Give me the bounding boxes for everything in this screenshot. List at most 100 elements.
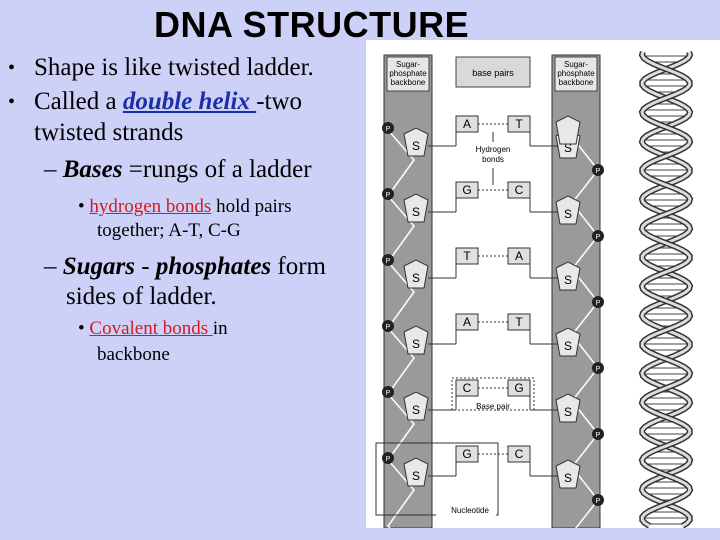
term-double-helix: double helix <box>122 88 257 115</box>
phosphate-letter: P <box>386 126 391 133</box>
phosphate-letter: P <box>596 168 601 175</box>
phosphate-letter: P <box>596 366 601 373</box>
sugar-shape <box>555 393 581 423</box>
base-letter: T <box>515 315 523 329</box>
base-box <box>507 313 531 331</box>
term-bases: Bases <box>62 156 123 183</box>
subsub-bullet-hydrogen: • hydrogen bonds hold pairs <box>78 195 292 219</box>
sugar-shape <box>555 327 581 357</box>
term-covalent-bonds: Covalent bonds <box>89 318 213 339</box>
middle-header-text: base pairs <box>472 68 514 78</box>
phosphate-circle <box>382 320 394 332</box>
sugar-letter: S <box>412 271 420 285</box>
sub-bullet-sugars-line2: sides of ladder. <box>66 283 217 310</box>
page-title: DNA STRUCTURE <box>154 4 470 45</box>
dash: – <box>44 253 63 280</box>
sugar-shape <box>555 195 581 225</box>
base-letter: G <box>462 447 471 461</box>
subsub-covalent-line2: backbone <box>97 344 170 365</box>
base-box <box>507 379 531 397</box>
sugar-shape <box>555 459 581 489</box>
sub-bullet-sugars-rest: form <box>271 253 327 280</box>
subsub-covalent-rest: in <box>212 318 228 339</box>
bullet-2-rest: -two <box>256 88 303 115</box>
right-header-box <box>554 56 598 92</box>
phosphate-letter: P <box>386 324 391 331</box>
bullet-1: Shape is like twisted ladder. <box>34 54 314 81</box>
small-dot: • <box>78 196 90 217</box>
base-letter: A <box>463 117 471 131</box>
middle-header-box <box>455 56 531 88</box>
phosphate-circle <box>592 362 604 374</box>
base-letter: A <box>463 315 471 329</box>
hydrogen-label: bonds <box>482 155 504 164</box>
phosphate-circle <box>382 122 394 134</box>
phosphate-letter: P <box>596 300 601 307</box>
sugar-letter: S <box>412 337 420 351</box>
base-letter: C <box>515 183 524 197</box>
sugar-shape <box>403 259 429 289</box>
hydrogen-label: Hydrogen <box>476 145 511 154</box>
base-letter: A <box>515 249 523 263</box>
phosphate-circle <box>592 494 604 506</box>
base-pair-label: Base pair <box>476 402 510 411</box>
base-letter: G <box>514 381 523 395</box>
phosphate-letter: P <box>596 498 601 505</box>
right-header-text: backbone <box>559 78 594 87</box>
phosphate-letter: P <box>386 456 391 463</box>
phosphate-letter: P <box>386 192 391 199</box>
phosphate-circle <box>592 296 604 308</box>
sub-bullet-bases: – Bases =rungs of a ladder <box>44 155 312 185</box>
small-dot: • <box>78 318 90 339</box>
subsub-hydrogen-line2: together; A-T, C-G <box>97 220 241 241</box>
phosphate-letter: P <box>386 258 391 265</box>
term-phosphates: phosphates <box>155 253 272 280</box>
right-header-text: Sugar- <box>564 60 588 69</box>
phosphate-letter: P <box>596 234 601 241</box>
sugar-shape <box>403 391 429 421</box>
sugar-letter: S <box>564 405 572 419</box>
sugar-shape <box>555 261 581 291</box>
left-header-box <box>386 56 430 92</box>
term-hydrogen-bonds: hydrogen bonds <box>89 196 212 217</box>
subsub-bullet-covalent: • Covalent bonds in <box>78 317 228 341</box>
sub-bullet-sugars: – Sugars - phosphates form <box>44 252 326 282</box>
phosphate-circle <box>592 230 604 242</box>
base-letter: T <box>515 117 523 131</box>
sub-bullet-sugars-mid: - <box>135 253 156 280</box>
dash: – <box>44 156 63 183</box>
base-box <box>507 445 531 463</box>
left-header-text: phosphate <box>389 69 427 78</box>
phosphate-letter: P <box>386 390 391 397</box>
sugar-letter: S <box>564 273 572 287</box>
sugar-letter: S <box>412 469 420 483</box>
base-pair-box <box>451 377 535 411</box>
sugar-letter: S <box>412 403 420 417</box>
helix-strand-2-inner <box>640 51 692 528</box>
bullet-dot: • <box>8 57 16 79</box>
sugar-shape <box>555 115 581 145</box>
bullet-dot: • <box>8 91 16 113</box>
sugar-letter: S <box>412 205 420 219</box>
term-sugars: Sugars <box>62 253 136 280</box>
nucleotide-label-bg <box>436 502 496 516</box>
phosphate-circle <box>382 452 394 464</box>
base-letter: G <box>462 183 471 197</box>
sugar-shape <box>403 457 429 487</box>
phosphate-circle <box>592 164 604 176</box>
phosphate-circle <box>382 386 394 398</box>
right-header-text: phosphate <box>557 69 595 78</box>
sugar-letter: S <box>564 339 572 353</box>
phosphate-letter: P <box>596 432 601 439</box>
base-letter: C <box>515 447 524 461</box>
subsub-hydrogen-rest: hold pairs <box>211 196 292 217</box>
left-header-text: backbone <box>391 78 426 87</box>
sugar-letter: S <box>564 207 572 221</box>
base-box <box>507 181 531 199</box>
sugar-letter: S <box>564 141 572 155</box>
sugar-letter: S <box>564 471 572 485</box>
nucleotide-label: Nucleotide <box>451 506 489 515</box>
base-letter: T <box>463 249 471 263</box>
sugar-shape <box>403 325 429 355</box>
